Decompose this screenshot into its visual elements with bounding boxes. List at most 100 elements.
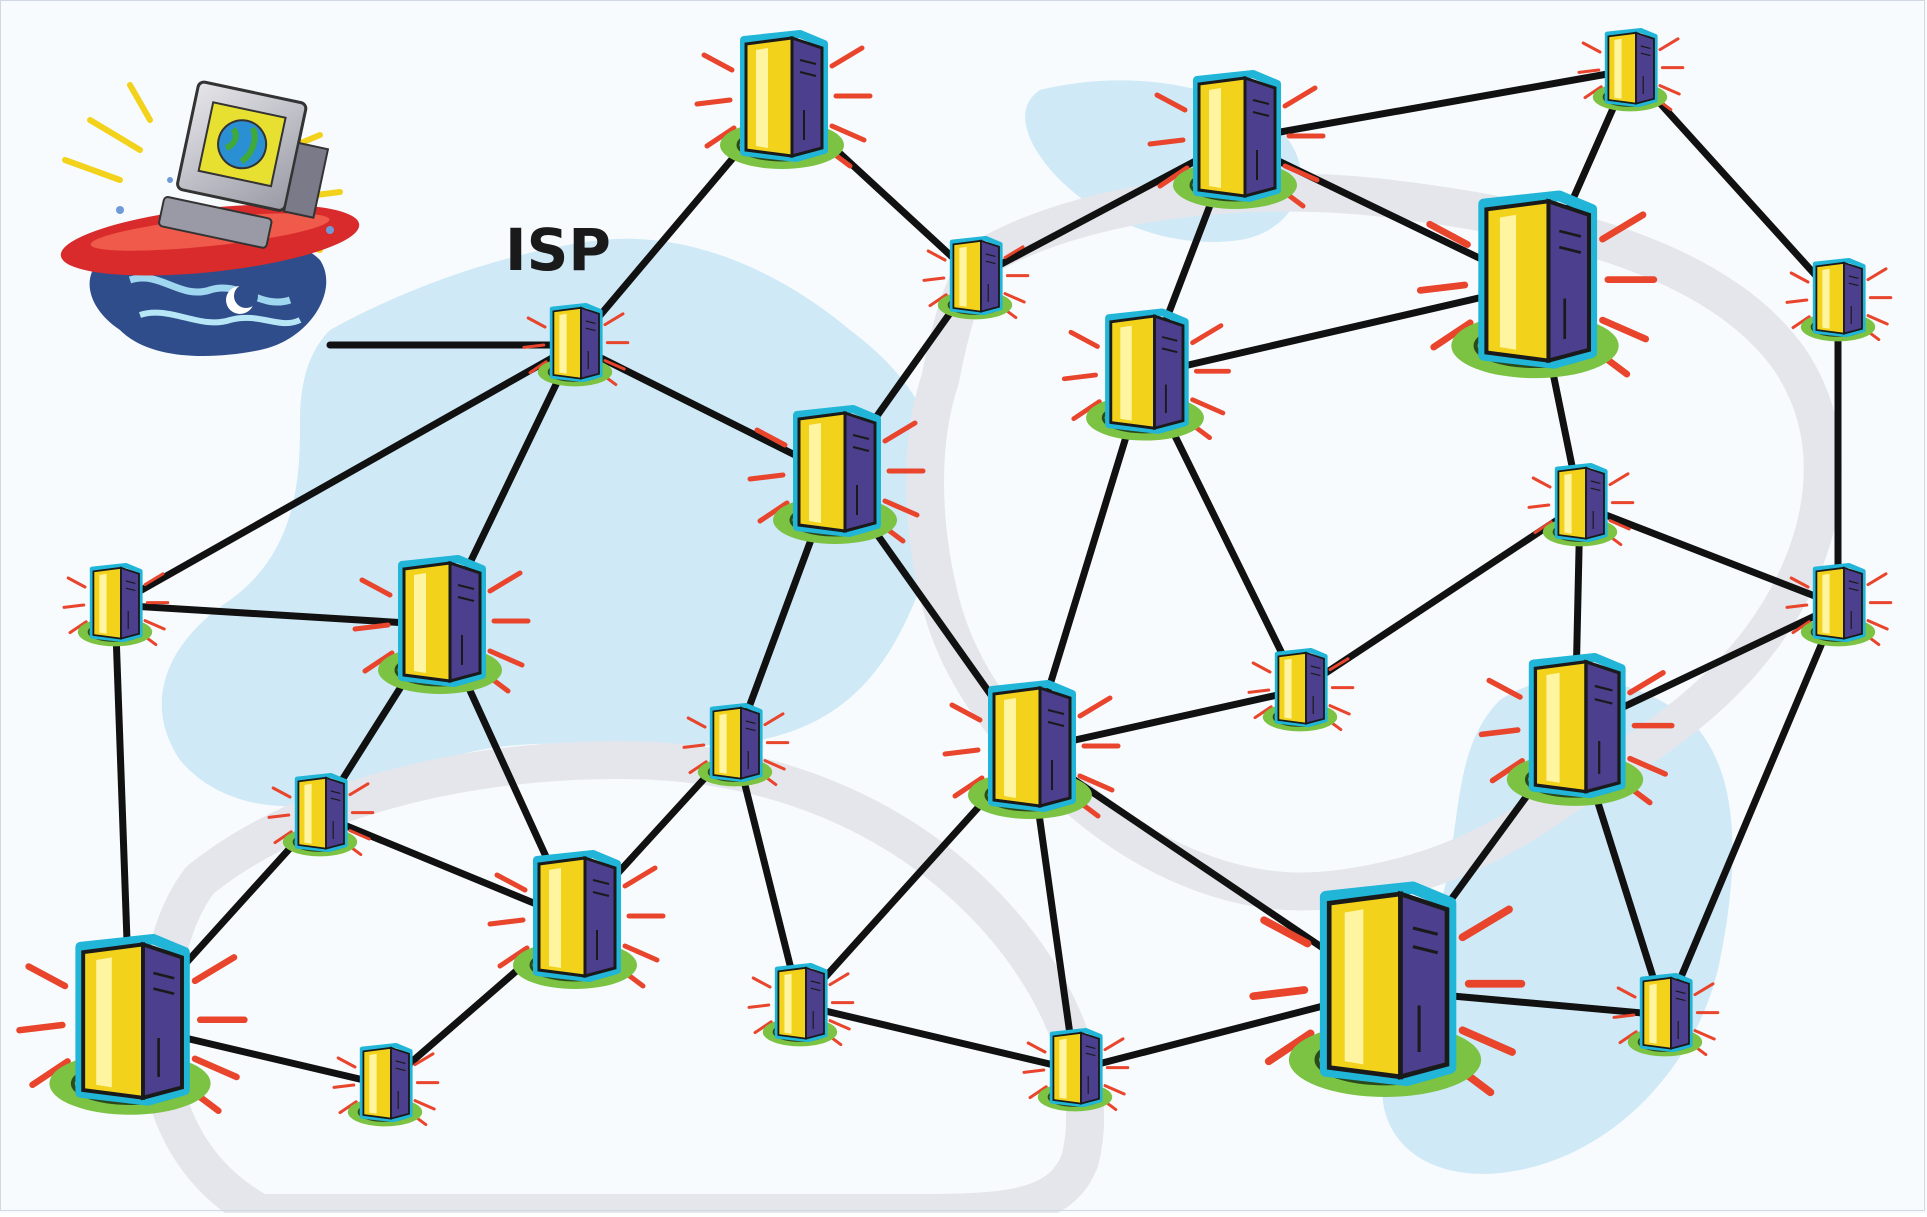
- signal-ray: [754, 427, 788, 448]
- signal-ray: [1527, 503, 1551, 509]
- signal-ray: [1533, 520, 1553, 535]
- isp-label: ISP: [505, 216, 611, 284]
- signal-ray: [1616, 986, 1637, 999]
- signal-ray: [336, 1056, 357, 1069]
- tower-side: [141, 941, 184, 1101]
- tower-side: [790, 35, 824, 158]
- signal-ray: [1866, 267, 1888, 282]
- tower-side: [980, 239, 1000, 313]
- network-link: [1141, 281, 1539, 379]
- surfing-computer-icon: [60, 80, 360, 356]
- tower-side: [805, 966, 825, 1040]
- tower-side: [740, 706, 760, 780]
- signal-ray: [751, 976, 772, 989]
- signal-ray: [1785, 298, 1809, 304]
- signal-ray: [828, 972, 850, 987]
- signal-ray: [1458, 905, 1513, 942]
- signal-ray: [1190, 397, 1226, 416]
- tower-side: [1153, 314, 1185, 431]
- signal-ray: [1458, 1026, 1516, 1056]
- tower-side: [1243, 75, 1277, 198]
- signal-ray: [1328, 704, 1351, 716]
- signal-ray: [1077, 695, 1113, 719]
- tower-side: [1038, 685, 1072, 808]
- signal-ray: [338, 1100, 358, 1115]
- signal-ray: [1026, 1041, 1047, 1054]
- signal-ray: [273, 830, 293, 845]
- signal-ray: [66, 576, 87, 589]
- server-tower-icon: [1061, 308, 1231, 441]
- tower-side: [1843, 566, 1863, 640]
- tower-side: [1635, 31, 1655, 105]
- network-links: [111, 66, 1842, 1089]
- signal-ray: [829, 123, 867, 143]
- signal-ray: [487, 648, 525, 668]
- server-tower-icon: [682, 702, 790, 787]
- signal-ray: [1071, 399, 1102, 422]
- signal-ray: [942, 747, 981, 757]
- signal-ray: [1003, 292, 1026, 304]
- signal-ray: [757, 500, 790, 524]
- signal-ray: [1077, 773, 1115, 793]
- signal-ray: [1866, 314, 1889, 326]
- network-link: [111, 341, 579, 609]
- tower-side: [325, 776, 345, 850]
- signal-ray: [682, 743, 706, 749]
- network-link: [316, 811, 579, 924]
- signal-ray: [1608, 472, 1630, 487]
- tower-side: [1398, 890, 1450, 1080]
- signal-ray: [1577, 68, 1601, 74]
- signal-ray: [1866, 572, 1888, 587]
- signal-ray: [688, 760, 708, 775]
- signal-ray: [763, 759, 786, 771]
- network-link: [1576, 501, 1842, 609]
- signal-ray: [528, 360, 548, 375]
- signal-ray: [753, 1020, 773, 1035]
- tower-side: [448, 560, 482, 683]
- signal-ray: [1791, 620, 1811, 635]
- signal-ray: [1693, 1029, 1716, 1041]
- server-tower-icon: [942, 680, 1121, 819]
- signal-ray: [1599, 316, 1650, 343]
- signal-ray: [1486, 677, 1523, 700]
- server-tower-icon: [922, 235, 1030, 320]
- server-tower-icon: [1527, 462, 1635, 547]
- server-tower-icon: [1612, 972, 1720, 1057]
- signal-ray: [1416, 281, 1469, 294]
- signal-ray: [191, 1055, 240, 1081]
- signal-ray: [1618, 1030, 1638, 1045]
- server-tower-icon: [62, 562, 170, 647]
- signal-ray: [1282, 85, 1318, 109]
- signal-ray: [763, 712, 785, 727]
- signal-ray: [622, 943, 660, 963]
- server-tower-icon: [1147, 70, 1326, 209]
- server-tower-icon: [1478, 652, 1675, 806]
- tower-side: [1843, 261, 1863, 335]
- signal-ray: [1627, 755, 1668, 777]
- network-link: [111, 601, 444, 629]
- signal-ray: [413, 1052, 435, 1067]
- signal-ray: [522, 343, 546, 349]
- tower-side: [1585, 466, 1605, 540]
- signal-ray: [267, 813, 291, 819]
- signal-ray: [1785, 603, 1809, 609]
- signal-ray: [1583, 85, 1603, 100]
- signal-ray: [686, 716, 707, 729]
- tower-side: [1080, 1031, 1100, 1105]
- signal-ray: [1426, 220, 1471, 248]
- signal-ray: [1478, 727, 1521, 738]
- network-nodes: [16, 27, 1893, 1127]
- signal-ray: [1658, 84, 1681, 96]
- server-tower-icon: [1247, 647, 1355, 732]
- signal-ray: [143, 572, 165, 587]
- signal-ray: [271, 786, 292, 799]
- tower-side: [583, 855, 617, 978]
- signal-ray: [926, 249, 947, 262]
- signal-ray: [29, 1058, 71, 1089]
- signal-ray: [922, 276, 946, 282]
- signal-ray: [352, 622, 391, 632]
- signal-ray: [704, 125, 737, 149]
- tower-side: [1546, 198, 1592, 364]
